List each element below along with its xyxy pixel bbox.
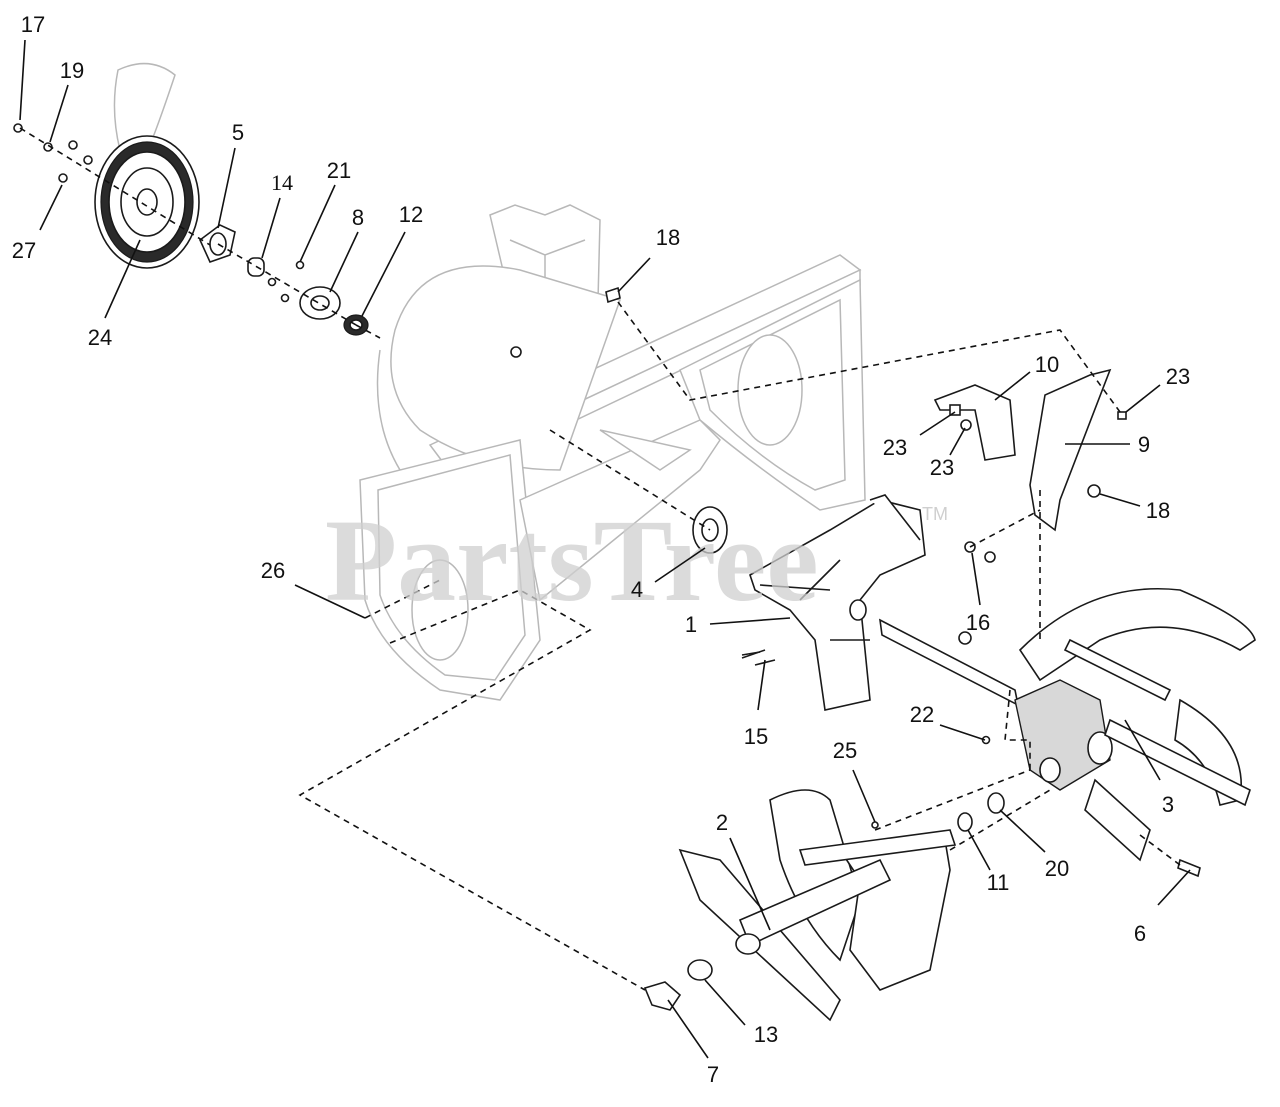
callout-24: 24 [88, 325, 112, 350]
mounting-brackets [933, 368, 1127, 745]
callout-23-right: 23 [1166, 364, 1190, 389]
callout-13: 13 [754, 1022, 778, 1047]
callout-14: 14 [271, 170, 293, 195]
callout-9: 9 [1138, 432, 1150, 457]
gearbox-and-right-auger [957, 587, 1256, 878]
callout-21: 21 [327, 158, 351, 183]
callout-5: 5 [232, 120, 244, 145]
callout-20: 20 [1045, 856, 1069, 881]
callout-18-top: 18 [656, 225, 680, 250]
auger-housing [359, 204, 866, 701]
callout-12: 12 [399, 202, 423, 227]
callout-17: 17 [21, 12, 45, 37]
callout-6: 6 [1134, 921, 1146, 946]
callout-3: 3 [1162, 792, 1174, 817]
callout-15: 15 [744, 724, 768, 749]
leader-lines [19, 39, 1191, 1059]
assembly-lines [19, 127, 1181, 991]
callout-10: 10 [1035, 352, 1059, 377]
watermark-trademark: TM [922, 504, 948, 524]
callout-11: 11 [987, 870, 1010, 895]
callout-4: 4 [631, 577, 643, 602]
callout-27: 27 [12, 238, 36, 263]
callout-16: 16 [966, 610, 990, 635]
callout-19: 19 [60, 58, 84, 83]
impeller-and-shaft [692, 494, 1020, 711]
callout-2: 2 [716, 810, 728, 835]
callout-7: 7 [707, 1062, 719, 1087]
callout-22: 22 [910, 702, 934, 727]
watermark-text: PartsTree [325, 495, 819, 626]
callout-labels: 17 19 27 24 5 14 21 8 12 18 10 23 23 23 … [12, 12, 1190, 1087]
left-auger [643, 649, 957, 1022]
callout-23-middle: 23 [930, 455, 954, 480]
callout-18-right: 18 [1146, 498, 1170, 523]
callout-1: 1 [685, 612, 697, 637]
callout-26: 26 [261, 558, 285, 583]
callout-25: 25 [833, 738, 857, 763]
callout-23-left: 23 [883, 435, 907, 460]
callout-8: 8 [352, 205, 364, 230]
pulley-assembly [13, 62, 621, 358]
